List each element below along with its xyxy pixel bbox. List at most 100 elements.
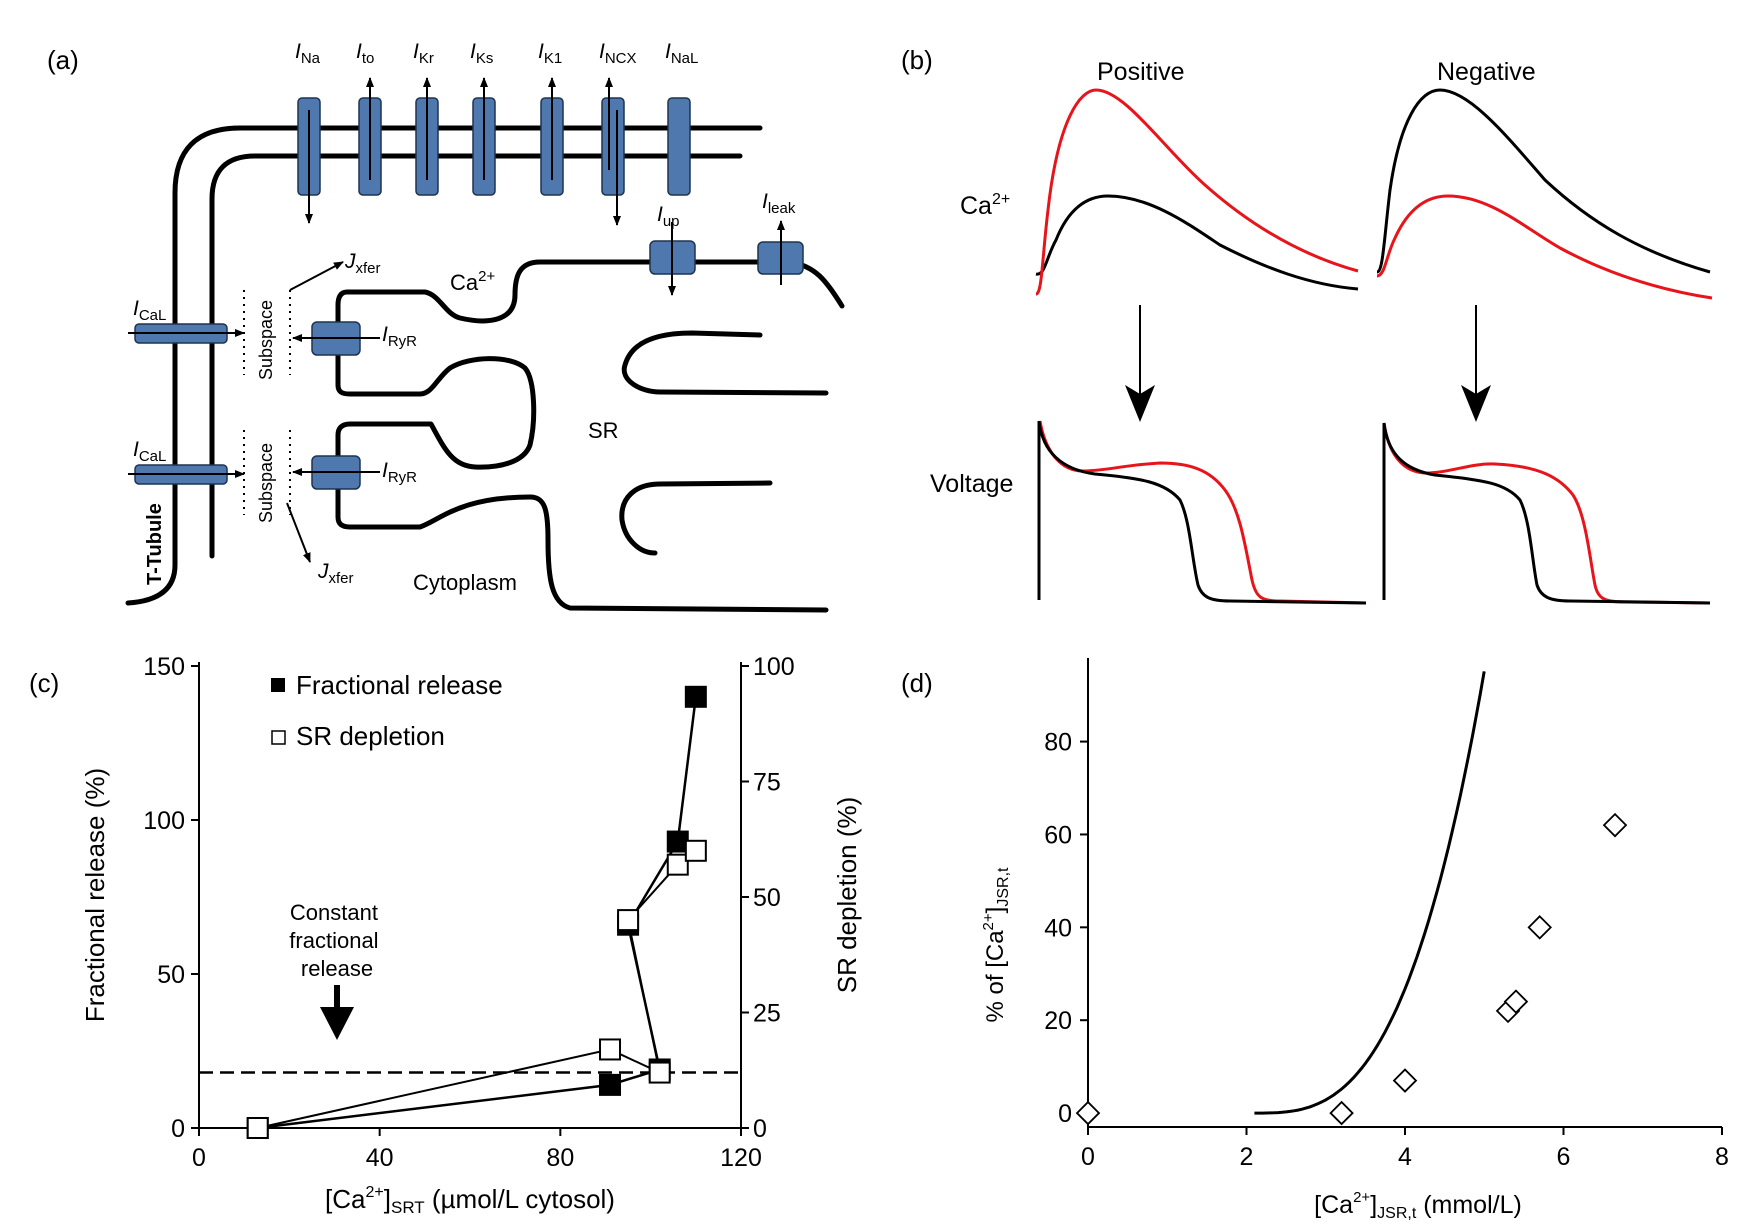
jxfer-label-bottom: Jxfer — [317, 560, 354, 587]
ca-trace-black-negative — [1376, 88, 1711, 274]
panel-b: (b) Positive Negative Ca2+ Voltage — [901, 45, 1713, 605]
d-x-tick-label: 2 — [1240, 1143, 1254, 1171]
sr-label: SR — [588, 418, 619, 443]
sr-depletion-point — [684, 839, 707, 862]
subspace-label-bottom: Subspace — [256, 443, 276, 523]
sr-fold-lower — [619, 480, 773, 556]
d-y-tick-label: 60 — [1044, 821, 1072, 849]
fractional-release-point — [684, 685, 707, 708]
label-inal: INaL — [665, 40, 698, 67]
label-incx: INCX — [599, 40, 637, 67]
row-label-voltage: Voltage — [930, 470, 1013, 498]
label-ik1: IK1 — [538, 40, 562, 67]
jxfer-label-top: Jxfer — [344, 250, 381, 277]
data-point-diamond — [1329, 1100, 1354, 1126]
c-left-tick-label: 100 — [143, 807, 185, 835]
fit-curve — [1254, 671, 1486, 1115]
c-plot-area — [199, 685, 741, 1139]
fractional-release-point — [599, 1073, 622, 1096]
sr-depletion-point — [599, 1038, 622, 1061]
d-y-tick-label: 20 — [1044, 1007, 1072, 1035]
ca-trace-red-negative — [1376, 194, 1713, 300]
sr-depletion-point — [666, 853, 689, 876]
annotation-arrowhead — [320, 1007, 354, 1040]
sr-depletion-point — [246, 1117, 269, 1139]
c-right-ticks: 0 25 50 75 100 — [741, 653, 795, 1143]
c-ylabel-right: SR depletion (%) — [832, 797, 862, 994]
c-right-tick-label: 50 — [753, 884, 781, 912]
c-left-tick-label: 150 — [143, 653, 185, 681]
d-x-tick-label: 0 — [1081, 1143, 1095, 1171]
iup-label: Iup — [657, 203, 680, 230]
jxfer-arrow-top — [289, 261, 344, 291]
subspace-dots — [243, 290, 291, 515]
panel-a-label: (a) — [47, 45, 79, 75]
c-left-ticks: 0 50 100 150 — [143, 653, 199, 1143]
arrowhead-negative — [1461, 385, 1491, 422]
ileak-label: Ileak — [762, 190, 796, 217]
c-ylabel-left: Fractional release (%) — [80, 768, 110, 1022]
voltage-trace-black-positive — [1037, 420, 1367, 605]
legend-label-sr-depletion: SR depletion — [296, 721, 445, 751]
c-xlabel: [Ca2+]SRT (µmol/L cytosol) — [325, 1184, 615, 1217]
voltage-trace-red-positive — [1038, 420, 1367, 605]
d-x-tick-label: 6 — [1557, 1143, 1571, 1171]
d-y-tick-label: 40 — [1044, 914, 1072, 942]
ttubule-label: T-Tubule — [144, 503, 166, 585]
ryr-label-bottom: IRyR — [382, 459, 417, 486]
subspace-label-top: Subspace — [256, 300, 276, 380]
cytoplasm-label: Cytoplasm — [413, 570, 517, 595]
label-ina: INa — [295, 40, 321, 67]
d-ylabel: % of [Ca2+]JSR,t — [980, 867, 1012, 1023]
panel-a: (a) INa Ito IKr IKs IK1 INCX INaL Iup Ileak IC… — [47, 40, 845, 613]
d-y-tick-label: 0 — [1058, 1100, 1072, 1128]
c-right-tick-label: 25 — [753, 1000, 781, 1028]
voltage-trace-red-negative — [1382, 422, 1711, 605]
label-ikr: IKr — [413, 40, 434, 67]
c-left-tick-label: 50 — [157, 961, 185, 989]
sr-depletion-line — [257, 850, 697, 1129]
data-point-diamond — [1527, 915, 1552, 940]
sr-fold-upper — [621, 330, 829, 396]
c-right-tick-label: 100 — [753, 653, 795, 681]
sarcolemma-inner — [209, 153, 743, 559]
c-annotation: Constant fractional release — [289, 900, 384, 981]
legend-label-fractional: Fractional release — [296, 670, 503, 700]
sr-depletion-point — [617, 909, 640, 932]
c-x-tick-label: 40 — [366, 1144, 394, 1172]
data-point-diamond — [1503, 989, 1529, 1014]
voltage-trace-black-negative — [1382, 422, 1711, 605]
legend-marker-open — [271, 730, 286, 745]
c-right-tick-label: 75 — [753, 769, 781, 797]
top-channels: INa Ito IKr IKs IK1 INCX INaL — [295, 40, 698, 226]
fractional-release-point — [666, 830, 689, 853]
data-point-diamond — [1075, 1100, 1101, 1126]
label-iks: IKs — [470, 40, 493, 67]
ca-trace-red-positive — [1035, 88, 1359, 296]
d-xlabel: [Ca2+]JSR,t (mmol/L) — [1314, 1189, 1522, 1222]
c-right-tick-label: 0 — [753, 1115, 767, 1143]
ryr-label-top: IRyR — [382, 323, 417, 350]
label-ito: Ito — [356, 40, 374, 67]
c-left-tick-label: 0 — [171, 1115, 185, 1143]
panel-d-label: (d) — [901, 668, 933, 698]
d-x-tick-label: 4 — [1398, 1143, 1412, 1171]
d-y-tick-label: 80 — [1044, 729, 1072, 757]
sr-upper-membrane — [335, 259, 845, 613]
d-plot-area — [1075, 671, 1628, 1126]
ca-trace-black-positive — [1035, 194, 1359, 291]
data-point-diamond — [1392, 1068, 1418, 1093]
col-label-negative: Negative — [1437, 58, 1536, 86]
panel-c-label: (c) — [29, 668, 59, 698]
sarcolemma-outer — [125, 125, 763, 606]
arrowhead-positive — [1125, 385, 1155, 422]
col-label-positive: Positive — [1097, 58, 1185, 86]
ical-label-bottom: ICaL — [133, 438, 166, 465]
channel-nal — [667, 97, 691, 196]
channel-ncx — [601, 97, 625, 196]
legend-marker-filled — [271, 678, 285, 692]
